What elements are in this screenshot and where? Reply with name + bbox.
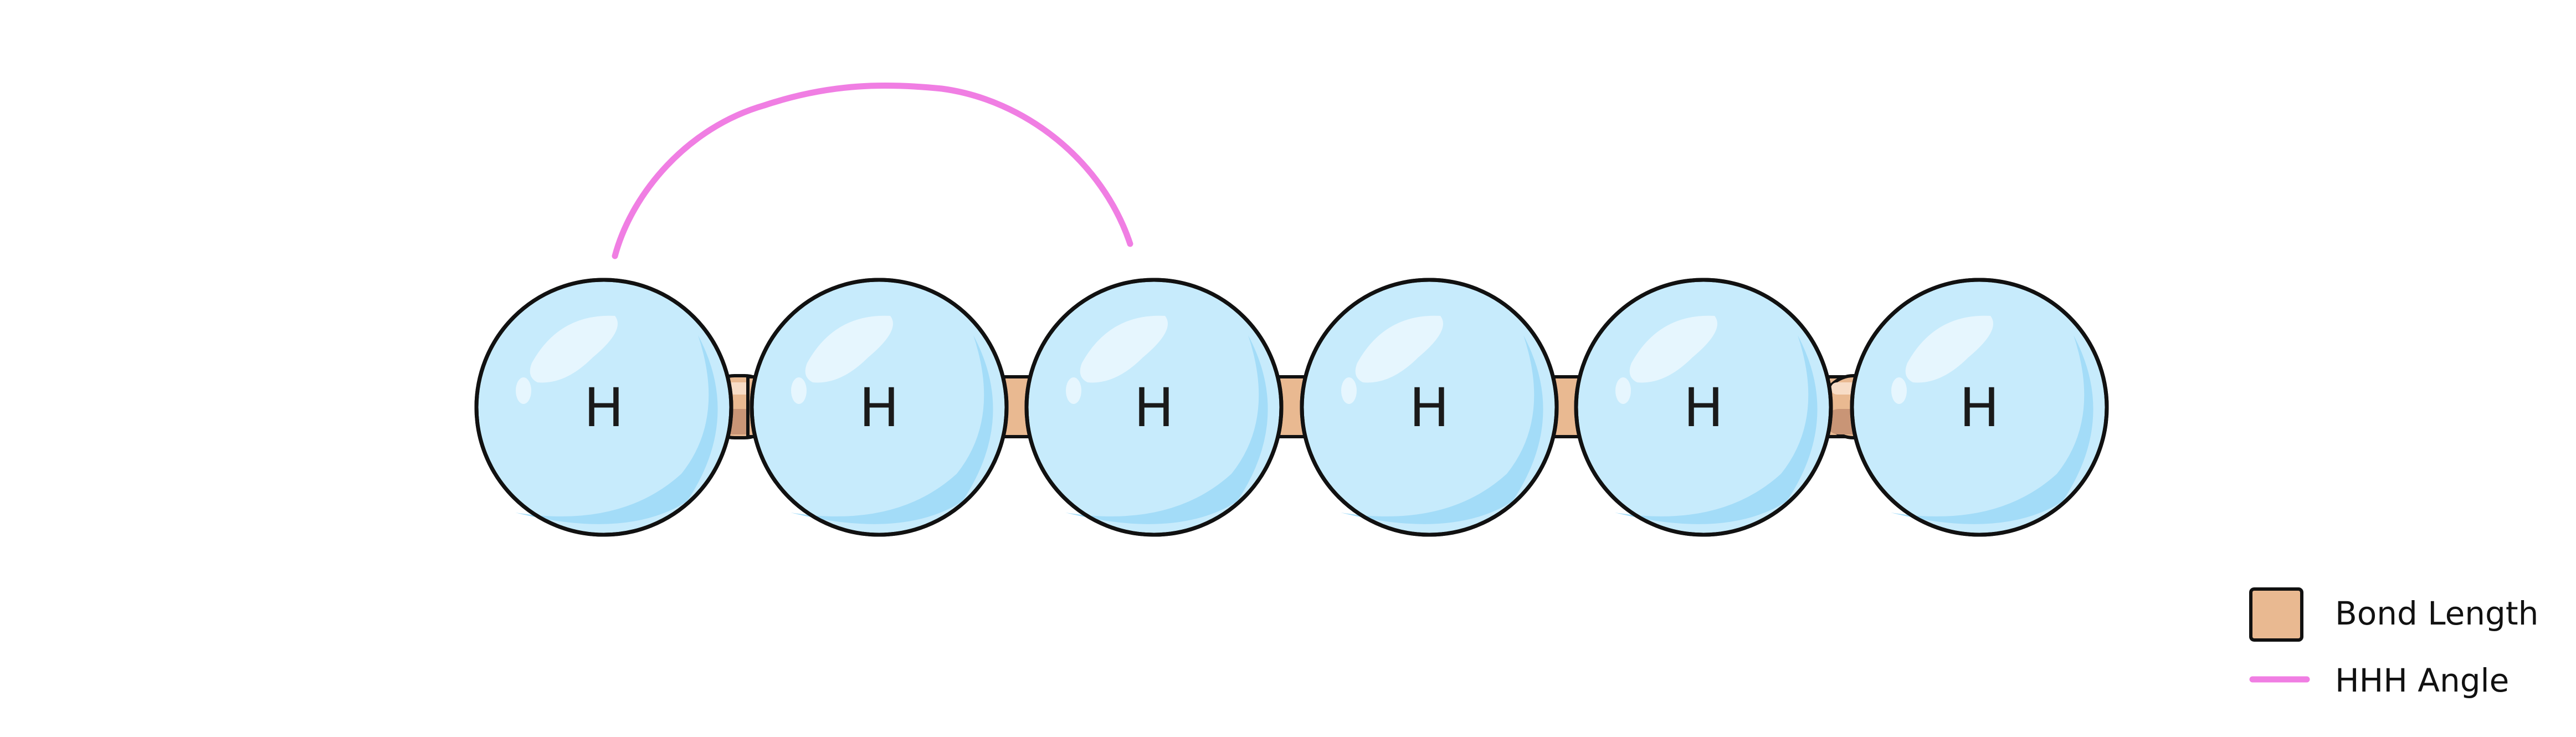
legend-label-hhh-angle: HHH Angle: [2335, 662, 2509, 699]
atom-label: H: [584, 377, 624, 439]
atom-2: H: [1024, 278, 1284, 537]
atom-0: H: [474, 278, 733, 537]
legend-item-hhh-angle: HHH Angle: [2249, 662, 2509, 699]
legend: Bond Length HHH Angle: [2249, 587, 2538, 699]
atom-3: H: [1300, 278, 1559, 537]
atom-label: H: [1684, 377, 1723, 439]
bond-length-swatch: [2249, 587, 2303, 642]
atom-label: H: [1959, 377, 1999, 439]
atom-label: H: [1134, 377, 1174, 439]
atom-5: H: [1850, 278, 2109, 537]
atom-1: H: [750, 278, 1009, 537]
atom-4: H: [1574, 278, 1833, 537]
atom-label: H: [1409, 377, 1449, 439]
atom-layer: H H H H: [474, 278, 2109, 537]
legend-item-bond-length: Bond Length: [2249, 587, 2538, 642]
atom-label: H: [859, 377, 899, 439]
legend-label-bond-length: Bond Length: [2335, 595, 2538, 632]
hhh-angle-arc: [612, 82, 1133, 259]
